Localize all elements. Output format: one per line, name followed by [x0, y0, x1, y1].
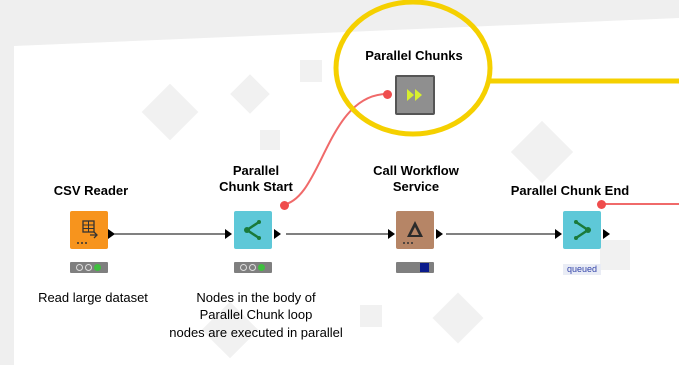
- csv-reader-node[interactable]: [70, 211, 108, 249]
- parallel-chunks-title: Parallel Chunks: [365, 48, 463, 63]
- call-service-title-line2: Service: [392, 179, 440, 194]
- parallel-chunks-metanode[interactable]: [395, 75, 435, 115]
- chunk-end-title: Parallel Chunk End: [510, 183, 630, 198]
- chunk-end-status-queued: queued: [563, 264, 601, 275]
- chunk-end-flow-variable-port[interactable]: [597, 200, 606, 209]
- call-service-progress-bar: [396, 262, 434, 273]
- service-icon: [403, 221, 423, 244]
- csv-reader-output-port[interactable]: [108, 229, 115, 239]
- call-service-input-port[interactable]: [388, 229, 395, 239]
- loop-end-icon: [574, 220, 591, 240]
- chunk-end-input-port[interactable]: [555, 229, 562, 239]
- loop-start-icon: [244, 220, 261, 240]
- chunk-start-input-port[interactable]: [225, 229, 232, 239]
- csv-reader-annotation: Read large dataset: [38, 290, 148, 305]
- chunk-start-title-line2: Chunk Start: [219, 179, 293, 194]
- chunk-start-flow-variable-port[interactable]: [280, 201, 289, 210]
- csv-reader-title: CSV Reader: [53, 183, 129, 198]
- table-reader-icon: [77, 220, 98, 244]
- chunk-end-output-port[interactable]: [603, 229, 610, 239]
- chunk-start-annotation-line3: nodes are executed in parallel: [169, 325, 343, 340]
- call-service-title-line1: Call Workflow: [373, 163, 459, 178]
- chunk-start-status-light: [234, 262, 272, 273]
- chunk-start-output-port[interactable]: [274, 229, 281, 239]
- highlight-circle: [333, 0, 493, 137]
- flow-variable-connection-start: [281, 93, 387, 206]
- chunk-start-title-line1: Parallel: [232, 163, 280, 178]
- csv-reader-status-light: [70, 262, 108, 273]
- parallel-chunks-flow-variable-port[interactable]: [383, 90, 392, 99]
- parallel-chunk-start-node[interactable]: [234, 211, 272, 249]
- chunk-start-annotation-line1: Nodes in the body of: [196, 290, 316, 305]
- call-workflow-service-node[interactable]: [396, 211, 434, 249]
- chunk-start-annotation-line2: Parallel Chunk loop: [199, 307, 313, 322]
- fast-forward-icon: [407, 89, 422, 101]
- parallel-chunk-end-node[interactable]: [563, 211, 601, 249]
- call-service-output-port[interactable]: [436, 229, 443, 239]
